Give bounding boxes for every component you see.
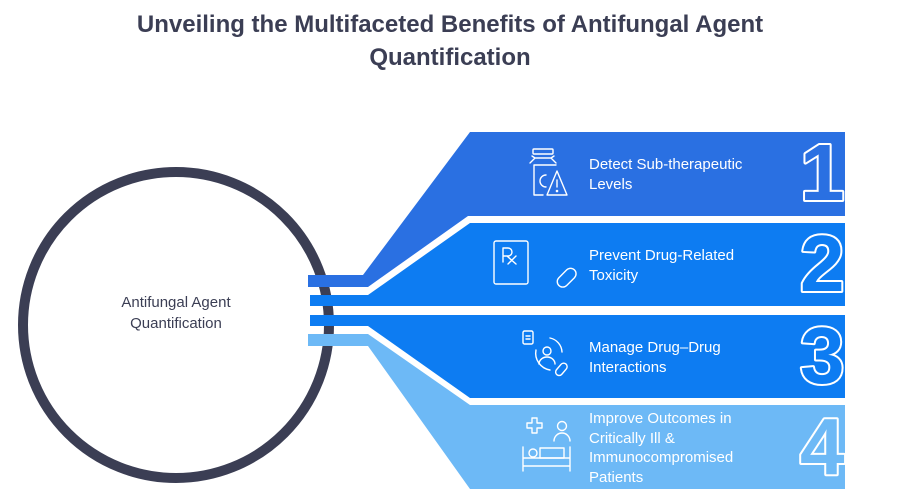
item-label-line: Critically Ill &: [589, 429, 675, 447]
band-1: [308, 132, 845, 287]
center-label-line: Quantification: [130, 315, 222, 332]
item-4-label: Improve Outcomes in Critically Ill & Imm…: [589, 409, 779, 487]
number-1: 1: [800, 128, 845, 217]
band-4: [308, 334, 845, 489]
center-label-line: Antifungal Agent: [121, 294, 231, 311]
item-label-line: Manage Drug–Drug: [589, 339, 721, 356]
item-label-line: Patients: [589, 468, 644, 486]
item-3-label: Manage Drug–Drug Interactions: [589, 338, 779, 377]
item-label-line: Improve Outcomes in: [589, 410, 732, 427]
prescription-pill-icon: [493, 240, 577, 288]
hospital-patient-icon: [522, 417, 571, 472]
bottle-warning-icon: [529, 148, 568, 196]
item-1-label: Detect Sub-therapeutic Levels: [589, 155, 779, 194]
item-label-line: Toxicity: [589, 266, 639, 284]
band-3: [310, 315, 845, 398]
item-label-line: Immunocompromised: [589, 449, 734, 466]
band-2: [310, 223, 845, 306]
item-2-label: Prevent Drug-Related Toxicity: [589, 246, 779, 285]
item-label-line: Detect Sub-therapeutic: [589, 156, 743, 173]
item-label-line: Levels: [589, 175, 633, 193]
number-2: 2: [800, 219, 845, 308]
item-label-line: Interactions: [589, 358, 667, 376]
center-label: Antifungal Agent Quantification: [86, 292, 266, 334]
item-label-line: Prevent Drug-Related: [589, 247, 735, 264]
number-4: 4: [800, 402, 845, 491]
number-3: 3: [800, 311, 845, 400]
patient-drug-cycle-icon: [522, 330, 568, 377]
page-title: Unveiling the Multifaceted Benefits of A…: [136, 11, 764, 71]
